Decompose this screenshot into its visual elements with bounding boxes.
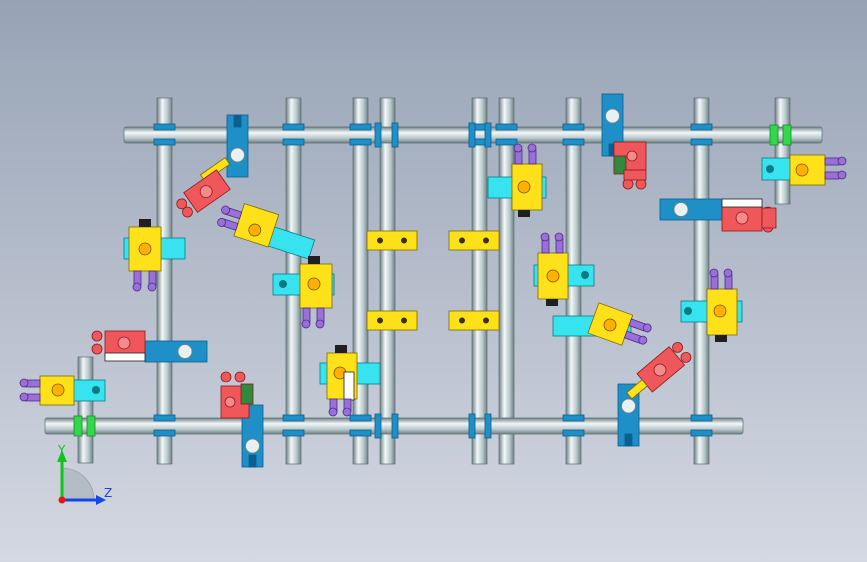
vertical-tube: [77, 356, 94, 464]
triad-origin: [58, 496, 66, 504]
mounting-clamp: [659, 198, 723, 221]
triad-z-arrow: [96, 495, 106, 505]
mounting-clamp: [241, 404, 264, 468]
connector-ring: [690, 123, 713, 131]
vertical-tube: [498, 97, 515, 465]
connector-ring: [562, 123, 585, 131]
vertical-tube: [352, 97, 369, 465]
toggle-clamp: [319, 345, 381, 417]
toggle-clamps[interactable]: [19, 143, 847, 417]
clamp-body-red: [220, 371, 254, 419]
vertical-tube: [156, 97, 173, 465]
connector-ring: [468, 122, 476, 148]
connector-ring: [562, 414, 585, 422]
mounting-clamps[interactable]: [144, 93, 723, 468]
coordinate-triad: Y Z: [57, 443, 112, 505]
connector-ring: [153, 414, 176, 422]
locator-block: [448, 310, 500, 331]
connector-ring: [374, 413, 382, 439]
spacer: [769, 124, 779, 146]
connector-ring: [468, 413, 476, 439]
toggle-clamp: [272, 256, 335, 329]
toggle-clamp: [217, 203, 316, 260]
connector-ring: [349, 123, 372, 131]
toggle-clamp: [552, 302, 652, 346]
locator-block: [366, 310, 418, 331]
toggle-clamp: [19, 375, 106, 406]
connector-ring: [690, 414, 713, 422]
triad-quarter-disc: [61, 467, 95, 501]
mounting-clamp: [144, 340, 208, 363]
mounting-clamp: [226, 114, 249, 178]
connector-ring: [374, 122, 382, 148]
connector-ring: [153, 123, 176, 131]
toggle-clamp: [680, 268, 743, 342]
connector-ring: [282, 414, 305, 422]
locator-block: [366, 230, 418, 251]
clamp-body-red: [91, 330, 146, 362]
clamp-body-red: [721, 198, 777, 233]
toggle-clamp: [761, 154, 847, 186]
green-spacers: [73, 124, 792, 437]
vertical-tube: [774, 97, 791, 205]
tube-connectors: [153, 122, 713, 439]
clamp-body-red: [613, 141, 647, 190]
toggle-clamp: [487, 143, 547, 217]
red-clamp-bodies[interactable]: [91, 141, 777, 419]
locator-block: [448, 230, 500, 251]
mounting-clamp: [601, 93, 624, 157]
vertical-tube: [693, 97, 710, 465]
connector-ring: [349, 414, 372, 422]
vertical-tube: [471, 97, 488, 465]
mounting-clamp: [617, 383, 640, 447]
clamp-body-red: [176, 157, 231, 218]
toggle-clamp: [533, 232, 595, 306]
triad-y-arrow: [57, 450, 67, 462]
triad-z-label: Z: [104, 486, 112, 500]
connector-ring: [495, 123, 518, 131]
spacer: [73, 415, 83, 437]
toggle-clamp: [123, 219, 186, 292]
triad-y-label: Y: [57, 443, 66, 457]
connector-ring: [282, 123, 305, 131]
vertical-tube: [379, 97, 396, 465]
vertical-tubes: [77, 97, 791, 465]
locator-blocks[interactable]: [366, 230, 500, 331]
clamp-body-red: [626, 342, 692, 400]
